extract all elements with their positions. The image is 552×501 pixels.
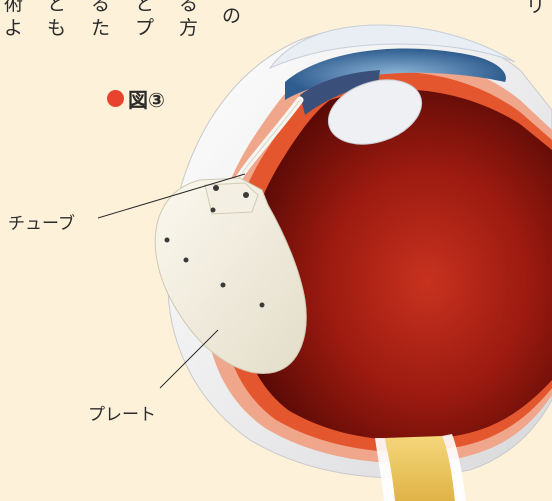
plate-hole	[211, 208, 216, 213]
plate-label: プレート	[88, 400, 156, 425]
plate-hole	[243, 192, 249, 198]
plate-hole	[221, 283, 226, 288]
tube-label: チューブ	[8, 209, 75, 234]
plate-hole	[213, 185, 219, 191]
optic-nerve	[385, 436, 455, 501]
plate-hole	[260, 303, 265, 308]
plate-hole	[184, 258, 189, 263]
plate-hole	[165, 238, 170, 243]
